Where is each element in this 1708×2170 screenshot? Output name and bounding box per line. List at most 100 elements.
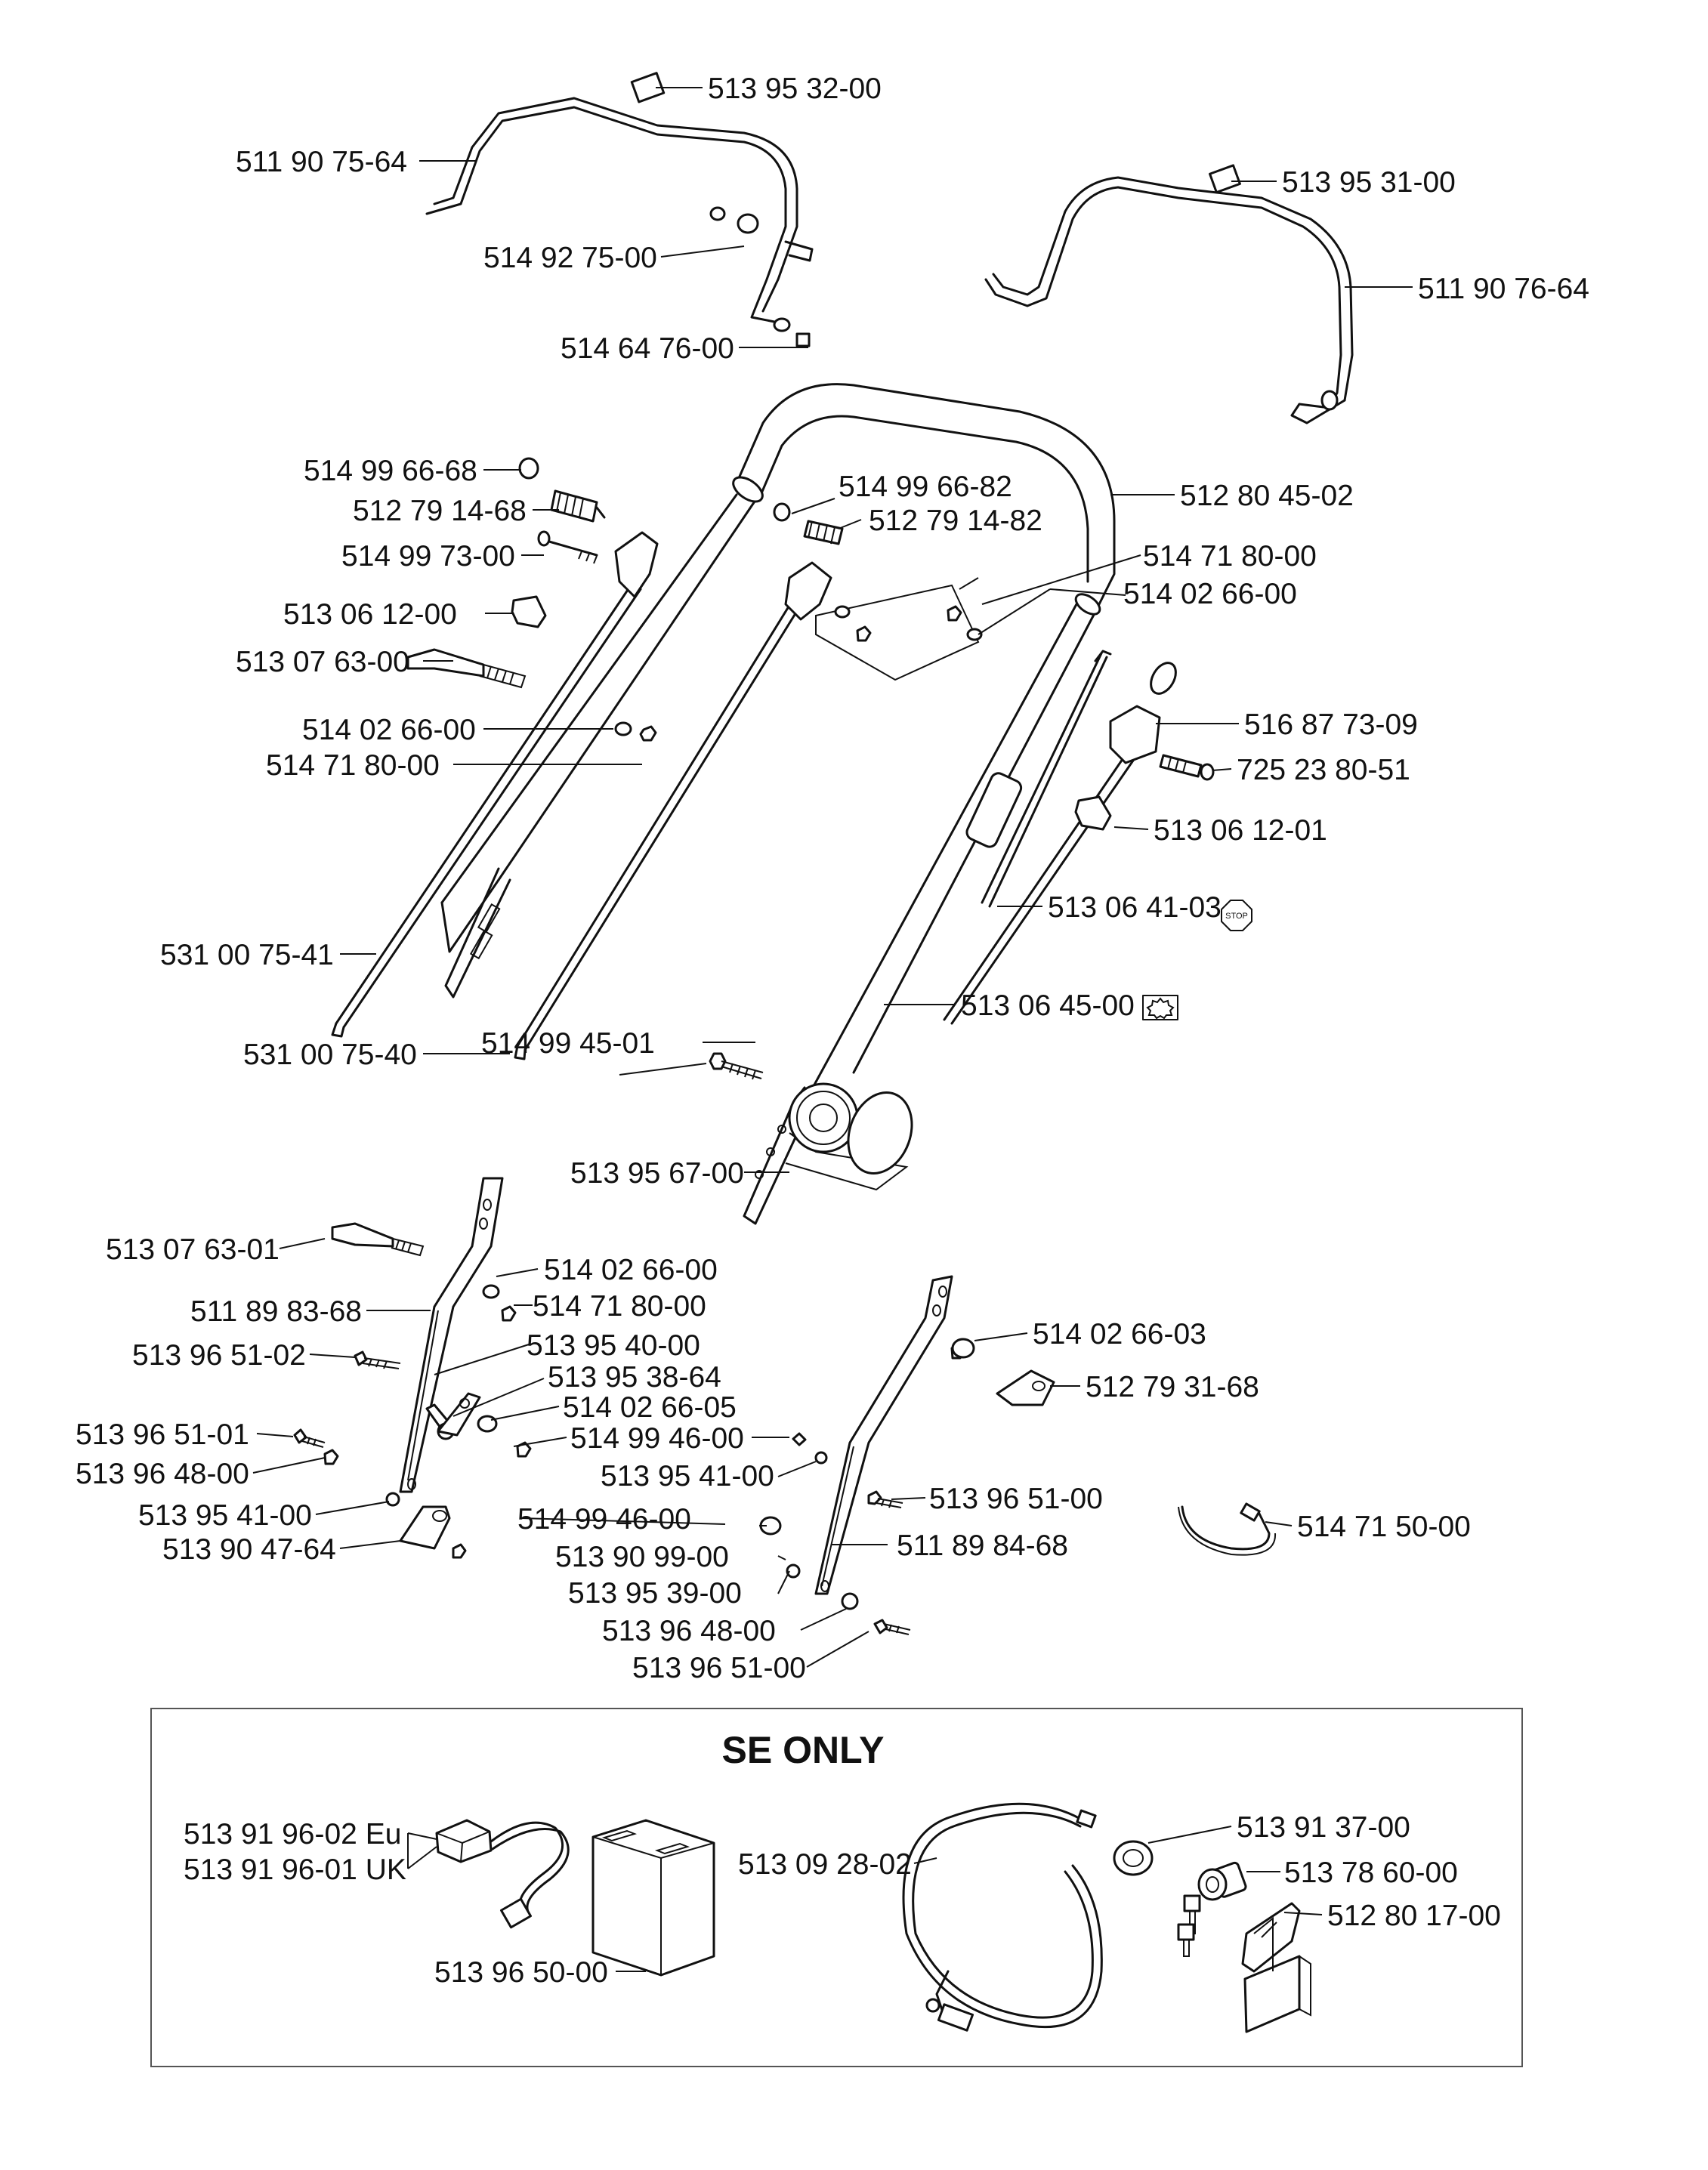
label-513965000: 513 96 50-00	[434, 1956, 608, 1989]
label-511907564: 511 90 75-64	[236, 146, 407, 178]
cable-guide	[406, 648, 485, 678]
label-513953864: 513 95 38-64	[548, 1361, 721, 1394]
label-514026600c: 514 02 66-00	[544, 1254, 718, 1286]
label-513953100: 513 95 31-00	[1282, 166, 1456, 199]
cable-clip-left	[511, 595, 547, 628]
control-rods	[331, 531, 832, 1060]
stop-sign-text: STOP	[1225, 912, 1248, 921]
adjust-knob	[847, 1091, 913, 1175]
label-514718000c: 514 71 80-00	[533, 1290, 706, 1323]
lower-right-bracket	[759, 1275, 1277, 1635]
label-514026603: 514 02 66-03	[1033, 1318, 1206, 1350]
label-514715000: 514 71 50-00	[1297, 1511, 1471, 1543]
label-512791482: 512 79 14-82	[869, 505, 1042, 537]
label-512791468: 512 79 14-68	[353, 495, 527, 527]
label-514996682: 514 99 66-82	[839, 471, 1012, 503]
label-514927500: 514 92 75-00	[483, 242, 657, 274]
charger	[407, 1819, 570, 1929]
label-513064103: 513 06 41-03	[1048, 891, 1222, 924]
cables-right	[943, 650, 1215, 1025]
label-514026605: 514 02 66-05	[563, 1391, 737, 1424]
label-516877309: 516 87 73-09	[1244, 708, 1418, 741]
engine-gear-icon	[1142, 995, 1178, 1020]
label-513076301: 513 07 63-01	[106, 1233, 280, 1266]
label-514718000a: 514 71 80-00	[266, 749, 440, 782]
control-lever-right	[784, 561, 832, 621]
battery	[591, 1819, 715, 1977]
label-513909900: 513 90 99-00	[555, 1541, 729, 1573]
label-513954100b: 513 95 41-00	[601, 1460, 774, 1492]
key-holder	[1241, 1902, 1301, 1973]
label-514994600a: 514 99 46-00	[570, 1422, 744, 1455]
handle-bar-right	[984, 164, 1354, 424]
cable-bracket	[1109, 705, 1161, 764]
label-514996668: 514 99 66-68	[304, 455, 477, 487]
cable-tie	[1181, 1505, 1271, 1551]
label-513965100b: 513 96 51-00	[929, 1483, 1103, 1515]
label-513954100a: 513 95 41-00	[138, 1499, 312, 1532]
label-513956700: 513 95 67-00	[570, 1157, 744, 1190]
washer-top-left	[709, 206, 726, 221]
lower-left-bracket	[293, 1177, 532, 1559]
label-513913700: 513 91 37-00	[1237, 1811, 1410, 1844]
label-512804502: 512 80 45-02	[1180, 480, 1354, 512]
washer-lower-right	[951, 1338, 975, 1359]
label-514994600b: 514 99 46-00	[517, 1503, 691, 1536]
label-513092802: 513 09 28-02	[738, 1848, 912, 1881]
bushing-top-left	[737, 213, 759, 234]
label-513904764: 513 90 47-64	[162, 1533, 336, 1566]
knob-assembly	[709, 1052, 913, 1191]
nut-top-left	[795, 332, 811, 347]
label-513953900: 513 95 39-00	[568, 1577, 742, 1610]
label-514647600: 514 64 76-00	[561, 332, 734, 365]
se-only-title: SE ONLY	[722, 1729, 885, 1771]
se-only-box: SE ONLY	[150, 1708, 1523, 2067]
label-513965100a: 513 96 51-00	[632, 1652, 806, 1684]
label-511898368: 511 89 83-68	[190, 1295, 362, 1328]
label-513076300: 513 07 63-00	[236, 646, 409, 678]
label-513064500: 513 06 45-00	[961, 989, 1135, 1022]
label-514026600a: 514 02 66-00	[302, 714, 476, 746]
label-531007540: 531 00 75-40	[243, 1039, 417, 1071]
grip-cap-left	[630, 72, 666, 103]
label-513061200: 513 06 12-00	[283, 598, 457, 631]
part-labels: 513 95 32-00 511 90 75-64 514 92 75-00 5…	[76, 73, 1589, 1684]
label-511898468: 511 89 84-68	[897, 1529, 1068, 1562]
label-514026600b: 514 02 66-00	[1123, 578, 1297, 610]
pivot-plate	[399, 1505, 451, 1550]
label-511907664: 511 90 76-64	[1418, 273, 1589, 305]
label-725238051: 725 23 80-51	[1237, 754, 1410, 786]
cable-guide-lower	[331, 1222, 394, 1248]
label-513965102: 513 96 51-02	[132, 1339, 306, 1372]
grip-cap-right	[1209, 164, 1241, 194]
small-parts-upper-right	[773, 502, 983, 681]
se-only-frame	[150, 1708, 1523, 2067]
fastener-bag-upper	[815, 584, 980, 681]
switch-nut	[1113, 1840, 1154, 1876]
label-513919602: 513 91 96-02 Eu	[184, 1818, 401, 1851]
label-512793168: 512 79 31-68	[1086, 1371, 1259, 1403]
label-512801700: 512 80 17-00	[1327, 1900, 1501, 1932]
ignition-switch	[1113, 1826, 1323, 2033]
label-531007541: 531 00 75-41	[160, 939, 334, 971]
lever-latch	[996, 1369, 1055, 1406]
leader-lines	[252, 87, 1413, 1668]
label-513919601: 513 91 96-01 UK	[184, 1854, 406, 1886]
cable-sleeve	[965, 772, 1023, 848]
control-lever-left	[614, 531, 659, 598]
label-513786000: 513 78 60-00	[1284, 1857, 1458, 1889]
cap-small	[518, 457, 539, 480]
label-513964800b: 513 96 48-00	[602, 1615, 776, 1647]
handle-bar-left	[425, 72, 814, 347]
label-513954000: 513 95 40-00	[527, 1329, 700, 1362]
label-513953200: 513 95 32-00	[708, 73, 882, 105]
stop-sign-icon: STOP	[1221, 900, 1252, 931]
cable-clip-right	[1074, 795, 1112, 831]
label-513061201: 513 06 12-01	[1154, 814, 1327, 847]
label-513965101: 513 96 51-01	[76, 1418, 249, 1451]
wire-harness	[902, 1802, 1103, 2032]
cable-loop	[1150, 662, 1177, 695]
label-514994501: 514 99 45-01	[481, 1027, 655, 1060]
